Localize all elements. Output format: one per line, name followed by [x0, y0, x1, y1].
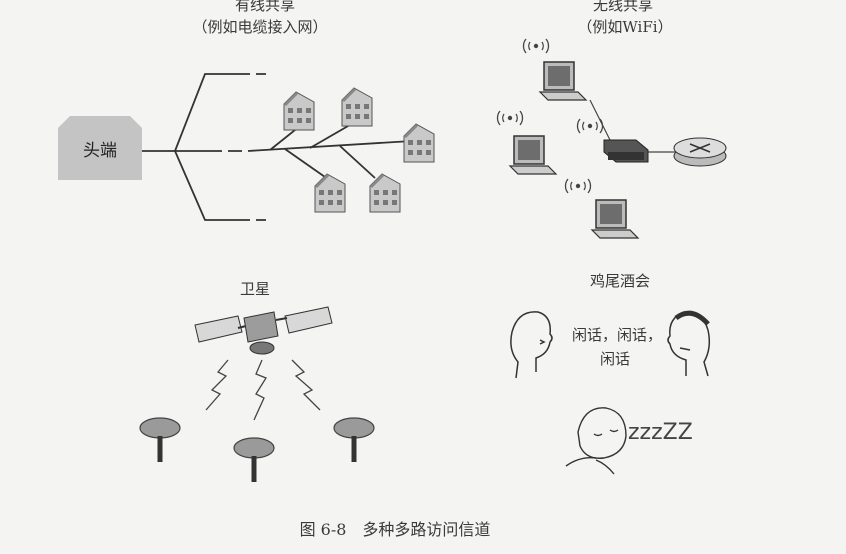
- person-right-icon: [667, 310, 711, 377]
- satellite-diagram: [140, 306, 374, 482]
- wired-diagram: [58, 73, 435, 221]
- house-icon: [369, 173, 401, 213]
- cocktail-title: 鸡尾酒会: [589, 272, 650, 290]
- satellite-icon: [194, 306, 333, 355]
- laptop-icon: [509, 135, 557, 175]
- house-icon: [283, 91, 315, 131]
- wireless-title: 无线共享: [592, 0, 653, 14]
- laptop-icon: [591, 199, 639, 239]
- wifi-signal-icon: [522, 38, 550, 54]
- person-left-icon: [510, 311, 553, 379]
- house-icon: [314, 173, 346, 213]
- headend-label: 头端: [83, 141, 117, 161]
- headend-building: [58, 116, 142, 180]
- satellite-title: 卫星: [239, 280, 270, 298]
- wireless-diagram: [496, 38, 727, 239]
- dish-antenna-icon: [140, 418, 180, 462]
- wired-subtitle: （例如电缆接入网）: [192, 18, 328, 36]
- gossip-text-line2: 闲话: [599, 350, 630, 368]
- wired-title: 有线共享: [234, 0, 295, 14]
- dish-antenna-icon: [334, 418, 374, 462]
- dish-antenna-icon: [234, 438, 274, 482]
- signal-bolts: [205, 359, 321, 421]
- figure-caption: 图 6-8 多种多路访问信道: [299, 520, 491, 539]
- house-icon: [403, 123, 435, 163]
- wireless-subtitle: （例如WiFi）: [577, 18, 673, 36]
- router-icon: [673, 137, 727, 167]
- access-point-icon: [603, 139, 649, 163]
- sleep-text: zzzZZ: [628, 420, 693, 445]
- cocktail-diagram: [510, 310, 711, 475]
- wifi-signal-icon: [564, 178, 592, 194]
- wifi-signal-icon: [496, 110, 524, 126]
- laptop-icon: [539, 61, 587, 101]
- wifi-signal-icon: [576, 118, 604, 134]
- sleeping-person-icon: [565, 407, 627, 475]
- gossip-text-line1: 闲话，闲话，: [571, 326, 662, 344]
- house-icon: [341, 87, 373, 127]
